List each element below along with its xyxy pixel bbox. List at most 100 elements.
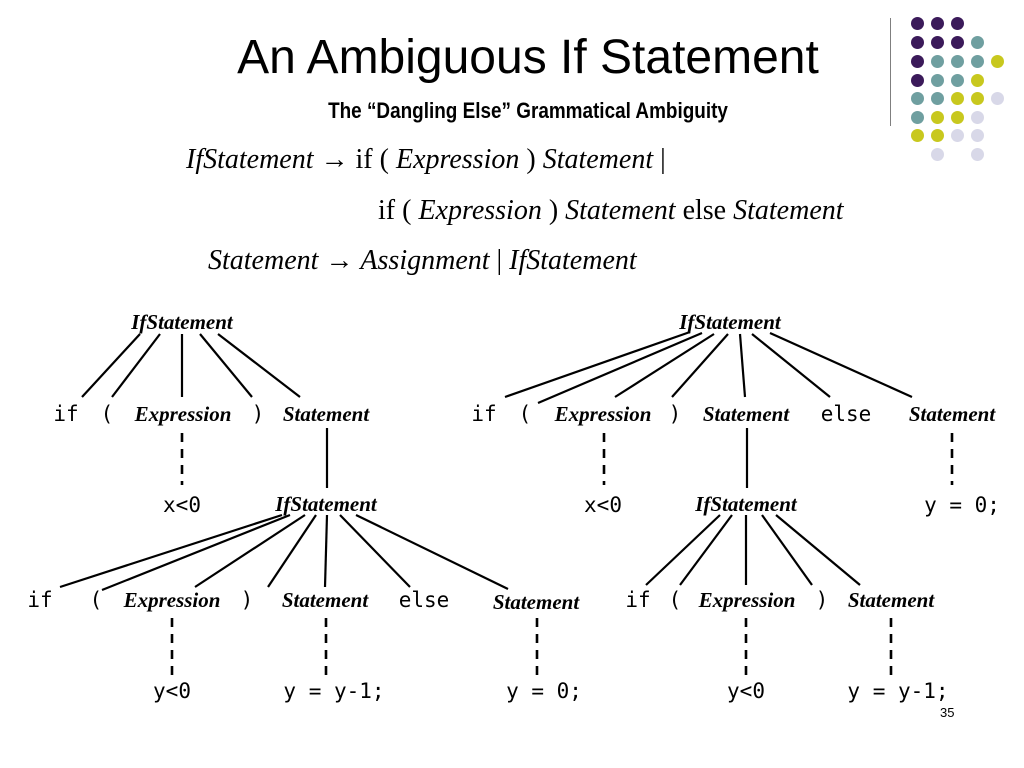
tree-edge (101, 513, 291, 592)
grammar-nonterminal: Statement (542, 144, 654, 175)
dot (951, 74, 964, 87)
tree-leaf: y = y-1; (283, 679, 384, 703)
tree-node: if (471, 402, 496, 426)
tree-node: ( (101, 402, 114, 426)
grammar-keyword: else (682, 195, 727, 226)
dot (911, 36, 924, 49)
tree-edge (761, 514, 813, 586)
tree-leaf: x<0 (584, 493, 622, 517)
grammar-nonterminal: Assignment (360, 245, 490, 276)
dot (991, 92, 1004, 105)
tree-edge (355, 514, 509, 590)
dot (971, 36, 984, 49)
dot (911, 17, 924, 30)
tree-edge (537, 331, 703, 405)
tree-node: Expression (123, 588, 221, 612)
tree-node: Statement (848, 588, 936, 612)
dot (931, 74, 944, 87)
dot (931, 111, 944, 124)
grammar-nonterminal: IfStatement (509, 245, 637, 276)
grammar-nonterminal: Expression (418, 195, 542, 226)
grammar-line-1: IfStatement → if ( Expression ) Statemen… (186, 146, 666, 174)
tree-leaf: y = 0; (506, 679, 582, 703)
dot (911, 92, 924, 105)
grammar-paren: ) (548, 195, 559, 226)
dot (911, 55, 924, 68)
tree-edge (769, 331, 913, 399)
dot (931, 55, 944, 68)
tree-edge (59, 513, 283, 589)
tree-node: Statement (703, 402, 791, 426)
tree-node: IfStatement (694, 492, 798, 516)
dot (971, 129, 984, 142)
tree-node: ( (669, 588, 682, 612)
tree-edge (81, 333, 141, 398)
tree-node: ( (519, 402, 532, 426)
alternation-bar: | (660, 144, 666, 175)
tree-node: ) (252, 402, 265, 426)
slide-title: An Ambiguous If Statement (237, 31, 819, 84)
tree-node: Statement (493, 590, 581, 614)
tree-node: else (399, 588, 450, 612)
dot (911, 129, 924, 142)
dot (971, 92, 984, 105)
grammar-keyword: if ( (355, 144, 389, 175)
tree-node: Expression (698, 588, 796, 612)
tree-edge (751, 333, 831, 398)
tree-derivation-links (170, 433, 954, 675)
tree-node: ) (669, 402, 682, 426)
tree-node: if (53, 402, 78, 426)
tree-edge (339, 514, 411, 588)
dot (951, 17, 964, 30)
dot (951, 55, 964, 68)
dot (951, 92, 964, 105)
tree-edge (217, 333, 301, 398)
tree-edge (614, 333, 715, 398)
arrow-symbol: → (320, 144, 349, 175)
dot (951, 129, 964, 142)
slide-subtitle: The “Dangling Else” Grammatical Ambiguit… (328, 98, 728, 123)
dot (971, 55, 984, 68)
tree-edge (504, 330, 691, 399)
tree-node: ) (241, 588, 254, 612)
tree-edge (323, 514, 329, 588)
tree-node: IfStatement (130, 310, 234, 334)
dot (931, 148, 944, 161)
dot (931, 36, 944, 49)
tree-node: if (27, 588, 52, 612)
grammar-nonterminal: Statement (733, 195, 844, 226)
tree-node: IfStatement (274, 492, 378, 516)
dot (951, 111, 964, 124)
grammar-line-2: if ( Expression ) Statement else Stateme… (378, 197, 844, 225)
tree-leaf: x<0 (163, 493, 201, 517)
dot (951, 36, 964, 49)
tree-node: ) (816, 588, 829, 612)
tree-node: ( (90, 588, 103, 612)
grammar-paren: ) (526, 144, 536, 175)
tree-leaf: y = y-1; (847, 679, 948, 703)
dot (931, 129, 944, 142)
tree-node: Expression (554, 402, 652, 426)
dot (971, 148, 984, 161)
grammar-keyword: if ( (378, 195, 412, 226)
divider-line (890, 18, 891, 126)
page-number: 35 (940, 705, 955, 720)
dot (931, 92, 944, 105)
tree-edge (199, 333, 253, 398)
tree-edge (267, 514, 317, 588)
tree-edge (645, 514, 721, 586)
grammar-nonterminal: Statement (565, 195, 676, 226)
tree-leaf: y<0 (727, 679, 765, 703)
grammar-nonterminal: Expression (395, 144, 520, 175)
arrow-symbol: → (325, 245, 354, 276)
tree-node: if (625, 588, 650, 612)
alternation-bar: | (496, 245, 503, 276)
tree-leaf: y<0 (153, 679, 191, 703)
tree-edge (679, 514, 733, 586)
tree-edge (738, 333, 747, 398)
tree-node: Statement (282, 588, 370, 612)
dot (911, 74, 924, 87)
tree-node: else (821, 402, 872, 426)
